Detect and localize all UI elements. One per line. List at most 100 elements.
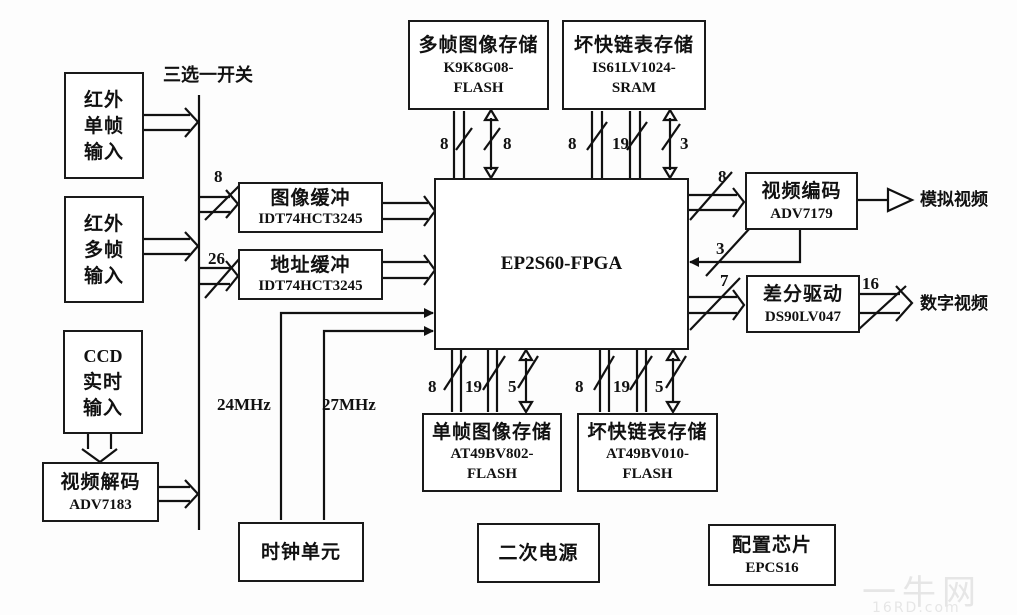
- bad-block-flash-bus-2: [629, 350, 653, 412]
- ccd-line1: CCD: [83, 346, 123, 366]
- ir-multi-line2: 多帧: [83, 238, 124, 261]
- multi-frame-bus-2: [483, 107, 501, 181]
- analog-video-label: 模拟视频: [920, 190, 988, 210]
- ir-multi-input-block: 红外 多帧 输入: [64, 196, 144, 303]
- ccd-line3: 输入: [82, 397, 123, 419]
- image-buffer-title: 图像缓冲: [270, 186, 351, 209]
- single-frame-bus-3: [517, 347, 539, 415]
- bad-block-flash-bus-3: [665, 347, 687, 415]
- bad-block-flash-block: 坏快链表存储 AT49BV010- FLASH: [577, 413, 718, 492]
- bad-block-flash-bus-width-2: 19: [613, 377, 630, 396]
- power-title: 二次电源: [498, 542, 579, 564]
- decoder-to-bus: [157, 479, 200, 509]
- bad-block-flash-bus-width-1: 8: [575, 377, 584, 396]
- switch-label: 三选一开关: [163, 65, 253, 86]
- clock-freq-27mhz: 27MHz: [322, 395, 376, 414]
- single-frame-bus-2: [482, 350, 506, 412]
- multi-frame-bus-width-1: 8: [440, 134, 449, 153]
- clock-freq-24mhz: 24MHz: [217, 395, 271, 414]
- fpga-to-diff-driver: [688, 277, 746, 331]
- watermark-url: 16RD.com: [872, 600, 961, 615]
- address-buffer-part: IDT74HCT3245: [258, 277, 363, 294]
- diff-driver-bus-out-width: 16: [862, 274, 879, 293]
- multi-frame-storage-part2: FLASH: [453, 80, 504, 96]
- image-buffer-part: IDT74HCT3245: [258, 210, 363, 227]
- diff-driver-output: [857, 285, 914, 331]
- fpga-label: EP2S60-FPGA: [500, 253, 623, 274]
- config-chip-block: 配置芯片 EPCS16: [708, 524, 836, 586]
- ir-multi-to-bus: [142, 231, 200, 262]
- single-frame-storage-part1: AT49BV802-: [450, 446, 534, 462]
- sram-storage-part2: SRAM: [611, 80, 657, 96]
- image-buffer-block: 图像缓冲 IDT74HCT3245: [238, 182, 383, 233]
- clock-27mhz-line: [322, 326, 434, 520]
- sram-storage-block: 坏快链表存储 IS61LV1024- SRAM: [562, 20, 706, 110]
- multi-frame-storage-block: 多帧图像存储 K9K8G08- FLASH: [408, 20, 549, 110]
- ir-single-input-block: 红外 单帧 输入: [64, 72, 144, 179]
- bad-block-flash-part1: AT49BV010-: [605, 446, 690, 462]
- diff-driver-part: DS90LV047: [764, 309, 842, 325]
- address-buffer-to-fpga: [382, 254, 437, 286]
- video-encoder-title: 视频编码: [761, 180, 842, 202]
- multi-frame-storage-part1: K9K8G08-: [443, 60, 514, 76]
- bus-to-image-buffer: [199, 184, 241, 221]
- ccd-line2: 实时: [82, 371, 123, 393]
- diff-driver-block: 差分驱动 DS90LV047: [746, 275, 860, 333]
- encoder-feedback: [689, 227, 802, 277]
- ir-single-to-bus: [142, 107, 200, 138]
- ir-single-line3: 输入: [83, 140, 124, 163]
- sram-storage-title: 坏快链表存储: [573, 34, 694, 56]
- encoder-output: [858, 187, 915, 213]
- single-frame-storage-title: 单帧图像存储: [431, 421, 552, 443]
- fpga-to-encoder: [688, 171, 746, 221]
- ir-multi-line1: 红外: [83, 212, 124, 235]
- address-buffer-bus-width: 26: [208, 249, 225, 268]
- clock-24mhz-line: [279, 308, 434, 520]
- sram-bus-1: [586, 111, 608, 178]
- ccd-input-block: CCD 实时 输入: [63, 330, 143, 434]
- watermark-logo: 一牛网: [862, 573, 982, 613]
- video-decoder-title: 视频解码: [60, 471, 141, 493]
- bad-block-flash-bus-1: [593, 350, 615, 412]
- sram-bus-2: [626, 111, 648, 178]
- multi-frame-bus-1: [452, 111, 473, 178]
- clock-unit-block: 时钟单元: [238, 522, 364, 582]
- fpga-block: EP2S60-FPGA: [434, 178, 689, 350]
- single-frame-storage-part2: FLASH: [466, 466, 517, 482]
- video-encoder-part: ADV7179: [770, 206, 833, 222]
- sram-storage-part1: IS61LV1024-: [592, 60, 676, 76]
- digital-video-label: 数字视频: [920, 294, 988, 314]
- bad-block-flash-title: 坏快链表存储: [587, 421, 708, 443]
- config-chip-part: EPCS16: [745, 560, 799, 576]
- clock-unit-title: 时钟单元: [260, 541, 341, 563]
- sram-bus-width-3: 3: [680, 134, 689, 153]
- sram-bus-width-1: 8: [568, 134, 577, 153]
- config-chip-title: 配置芯片: [731, 534, 812, 556]
- single-frame-bus-1: [443, 350, 467, 412]
- image-buffer-to-fpga: [382, 195, 437, 227]
- diff-driver-bus-in-width: 7: [720, 271, 729, 290]
- sram-bus-width-2: 19: [612, 134, 629, 153]
- image-buffer-bus-width: 8: [214, 167, 223, 186]
- encoder-bus-in-width: 8: [718, 167, 727, 186]
- power-block: 二次电源: [477, 523, 600, 583]
- bad-block-flash-bus-width-3: 5: [655, 377, 664, 396]
- single-frame-bus-width-2: 19: [465, 377, 482, 396]
- bad-block-flash-part2: FLASH: [622, 466, 673, 482]
- ir-single-line2: 单帧: [83, 114, 124, 137]
- ccd-to-decoder: [81, 432, 118, 464]
- video-decoder-part: ADV7183: [69, 497, 132, 513]
- encoder-bus-back-width: 3: [716, 239, 725, 258]
- address-buffer-title: 地址缓冲: [270, 253, 351, 276]
- single-frame-bus-width-1: 8: [428, 377, 437, 396]
- multi-frame-storage-title: 多帧图像存储: [418, 34, 539, 56]
- single-frame-storage-block: 单帧图像存储 AT49BV802- FLASH: [422, 413, 562, 492]
- video-encoder-block: 视频编码 ADV7179: [745, 172, 858, 230]
- video-decoder-block: 视频解码 ADV7183: [42, 462, 159, 522]
- multi-frame-bus-width-2: 8: [503, 134, 512, 153]
- ir-single-line1: 红外: [83, 88, 124, 111]
- sram-bus-3: [661, 107, 681, 181]
- diff-driver-title: 差分驱动: [762, 283, 843, 305]
- single-frame-bus-width-3: 5: [508, 377, 517, 396]
